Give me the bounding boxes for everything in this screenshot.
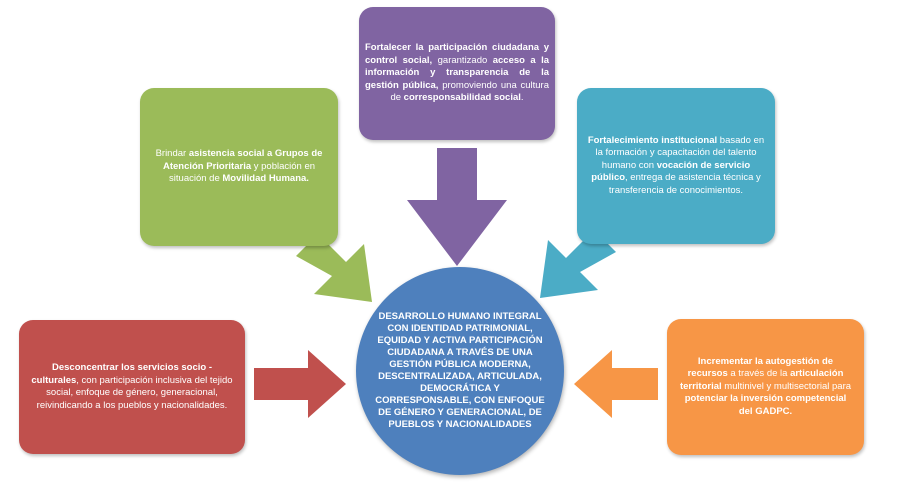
goal-self-management-text: Incrementar la autogestión de recursos a… xyxy=(677,356,854,419)
goal-cultural-services-bold-1: Desconcentrar los servicios socio - cult… xyxy=(31,362,212,386)
goal-participation-box: Fortalecer la participación ciudadana y … xyxy=(359,7,555,140)
central-objective-circle: DESARROLLO HUMANO INTEGRAL CON IDENTIDAD… xyxy=(356,267,564,475)
goal-social-assistance-text-2: y población en situación de xyxy=(169,160,316,185)
goal-institutional-text: Fortalecimiento institucional basado en … xyxy=(587,135,765,198)
goal-participation-bold-2: acceso a la información y transparencia … xyxy=(365,54,549,91)
goal-participation-text-2: promoviendo una cultura de xyxy=(390,79,549,104)
goal-self-management-text-2: multinivel y multisectorial para xyxy=(721,380,852,392)
goal-self-management-bold-3: potenciar la inversión competencial del … xyxy=(684,393,847,417)
goal-social-assistance-text-1: Brindar xyxy=(155,148,189,160)
goal-institutional-bold-1: Fortalecimiento institucional xyxy=(587,134,718,146)
goal-participation-text-3: . xyxy=(520,92,524,104)
goal-participation-bold-1: Fortalecer la participación ciudadana y … xyxy=(365,42,549,66)
arrow-left xyxy=(296,234,372,302)
goal-social-assistance-bold-1: asistencia social a Grupos de Atención P… xyxy=(162,148,323,172)
goal-cultural-services-text: Desconcentrar los servicios socio - cult… xyxy=(27,362,237,412)
goal-social-assistance-bold-2: Movilidad Humana. xyxy=(222,173,309,185)
central-objective-text: DESARROLLO HUMANO INTEGRAL CON IDENTIDAD… xyxy=(375,311,545,430)
goal-institutional-text-1: basado en la formación y capacitación de… xyxy=(595,134,765,171)
arrow-top xyxy=(407,148,507,266)
goal-participation-text-1: garantizado xyxy=(432,54,488,66)
goal-self-management-box: Incrementar la autogestión de recursos a… xyxy=(667,319,864,455)
goal-participation-text: Fortalecer la participación ciudadana y … xyxy=(365,42,549,105)
arrow-bottom-right xyxy=(574,350,658,418)
arrow-right xyxy=(540,230,616,298)
goal-institutional-text-2: , entrega de asistencia técnica y transf… xyxy=(608,172,761,196)
goal-institutional-box: Fortalecimiento institucional basado en … xyxy=(577,88,775,244)
goal-cultural-services-text-1: , con participación inclusiva del tejido… xyxy=(36,374,233,411)
goal-participation-bold-3: corresponsabilidad social xyxy=(403,92,521,104)
goal-self-management-bold-2: articulación territorial xyxy=(679,368,844,392)
goal-institutional-bold-2: vocación de servicio público xyxy=(591,159,751,184)
goal-social-assistance-text: Brindar asistencia social a Grupos de At… xyxy=(150,148,328,186)
arrow-bottom-left xyxy=(254,350,346,418)
goal-self-management-bold-1: Incrementar la autogestión de recursos xyxy=(687,355,834,380)
goal-cultural-services-box: Desconcentrar los servicios socio - cult… xyxy=(19,320,245,454)
goal-social-assistance-box: Brindar asistencia social a Grupos de At… xyxy=(140,88,338,246)
goal-self-management-text-1: a través de la xyxy=(727,368,791,380)
